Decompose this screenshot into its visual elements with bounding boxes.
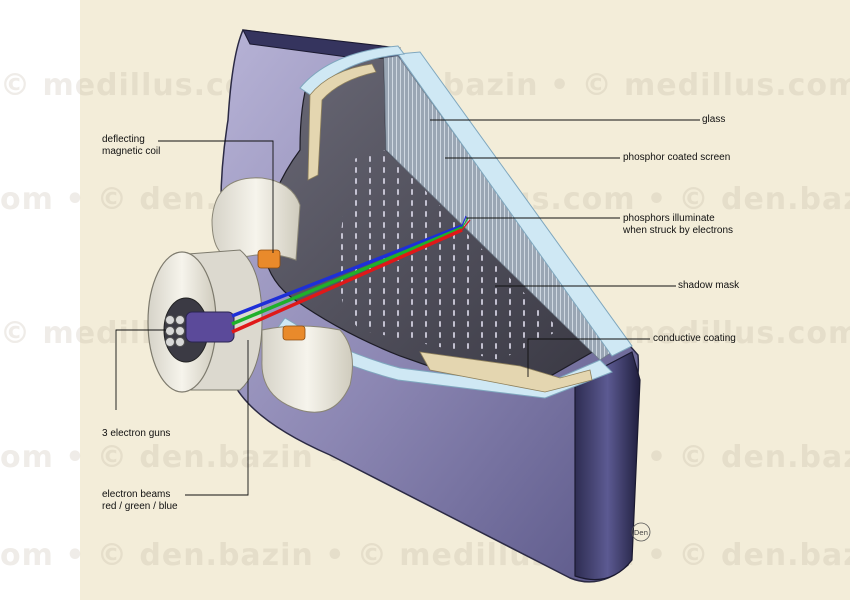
- coil-winding-upper: [257, 249, 281, 269]
- signature-seal: [631, 522, 651, 542]
- label-electron-guns: 3 electron guns: [102, 428, 171, 439]
- signature-text: Den: [634, 529, 648, 537]
- label-deflecting-line2: magnetic coil: [102, 146, 161, 157]
- deflection-coil-lower: [261, 325, 353, 413]
- label-shadow-mask: shadow mask: [678, 280, 740, 291]
- glass-edge: [397, 51, 633, 357]
- housing-rim: [574, 351, 641, 581]
- label-phosphors-line1: phosphors illuminate: [623, 213, 715, 224]
- label-beams-line2: red / green / blue: [102, 501, 178, 512]
- coil-winding-lower: [282, 325, 306, 341]
- label-electron-beams: electron beams red / green / blue: [102, 489, 178, 513]
- label-deflecting-line1: deflecting: [102, 134, 145, 145]
- electron-beam-blue: [231, 224, 463, 318]
- label-conductive-coating: conductive coating: [653, 333, 736, 344]
- leader-beams: [185, 340, 249, 496]
- electron-gun-body: [185, 311, 235, 343]
- conductive-coating: [307, 63, 377, 181]
- label-beams-line1: electron beams: [102, 489, 171, 500]
- label-glass: glass: [702, 114, 726, 125]
- label-deflecting-coil: deflecting magnetic coil: [102, 134, 160, 158]
- shadow-mask: [337, 150, 560, 360]
- label-phosphor-screen: phosphor coated screen: [623, 152, 731, 163]
- electron-gun-tips: [165, 315, 185, 347]
- electron-beam-green: [231, 226, 463, 326]
- deflection-coil-upper: [211, 177, 301, 261]
- leader-conductive: [527, 338, 650, 377]
- leader-guns: [115, 329, 166, 410]
- label-phosphors-line2: when struck by electrons: [623, 225, 734, 236]
- beam-strike-point: [461, 215, 471, 231]
- label-phosphors-illuminate: phosphors illuminate when struck by elec…: [623, 213, 733, 237]
- conductive-coating-lower: [419, 351, 593, 393]
- electron-beam-red: [231, 228, 463, 334]
- phosphor-screen: [383, 55, 613, 361]
- leader-deflecting: [158, 140, 274, 253]
